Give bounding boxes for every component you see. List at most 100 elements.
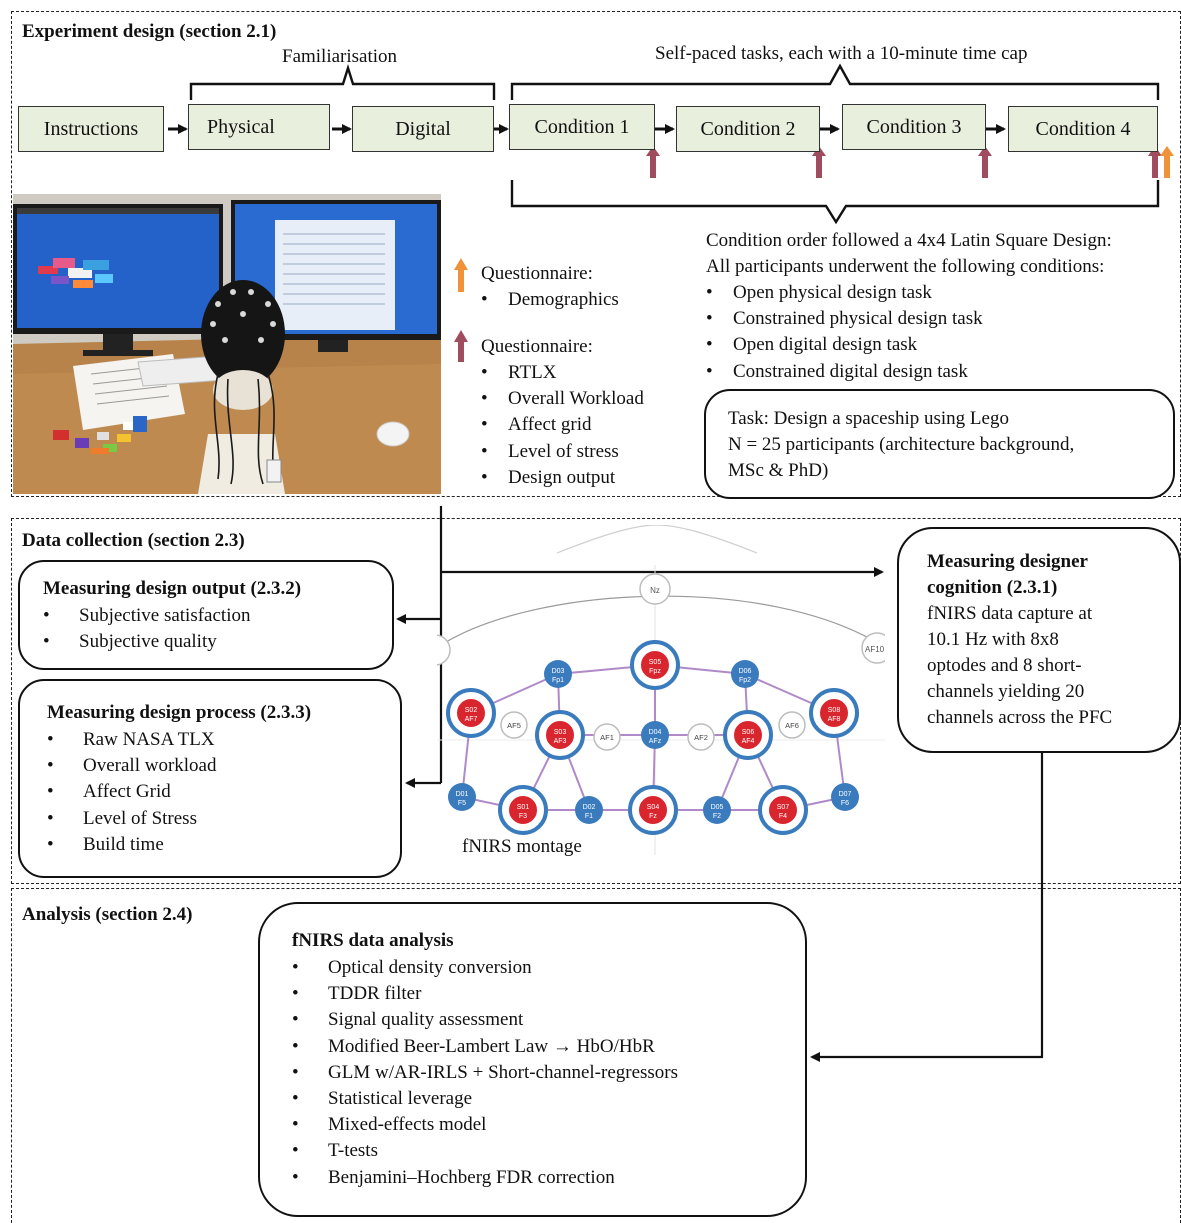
list-item: •Benjamini–Hochberg FDR correction (292, 1166, 615, 1188)
measuring-output-box (18, 560, 394, 670)
list-item: •Optical density conversion (292, 957, 532, 978)
list-item: •RTLX (481, 362, 557, 383)
source-optode (507, 794, 539, 826)
empty-optode (778, 711, 806, 739)
data-collection-title: Data collection (section 2.3) (22, 530, 245, 551)
nz-label: Nz (650, 586, 660, 595)
source-position: AF7 (465, 716, 478, 723)
cognition-line-4: channels yielding 20 (927, 681, 1085, 702)
list-item: •GLM w/AR-IRLS + Short-channel-regressor… (292, 1061, 679, 1083)
source-optode (637, 794, 669, 826)
edge-marker-left (437, 634, 451, 666)
source-id: S08 (828, 707, 841, 714)
source-id: S07 (777, 804, 790, 811)
conditions-brace (510, 180, 1160, 225)
list-item: •Affect Grid (47, 781, 171, 803)
list-item: •Modified Beer-Lambert Law → HbO/HbR (292, 1035, 655, 1057)
list-item: •Constrained digital design task (706, 360, 968, 382)
analysis-box (258, 902, 807, 1217)
list-item: •Affect grid (481, 414, 592, 436)
source-id: S05 (649, 659, 662, 666)
source-optode (544, 719, 576, 751)
list-item: •Subjective satisfaction (43, 605, 251, 626)
list-item: •T-tests (292, 1140, 378, 1162)
source-optode (455, 697, 487, 729)
nz-marker (639, 573, 671, 605)
task-line-1: Task: Design a spaceship using Lego (728, 408, 1009, 429)
step-digital: Digital (352, 106, 494, 152)
list-item: •Open digital design task (706, 334, 918, 356)
cognition-line-1: fNIRS data capture at (927, 603, 1093, 624)
cognition-line-5: channels across the PFC (927, 707, 1113, 728)
step-condition-2: Condition 2 (676, 106, 820, 152)
measuring-cognition-box (897, 527, 1181, 753)
detector-id: D01 (456, 791, 469, 798)
list-item: •Level of Stress (47, 807, 197, 829)
detector-optode (544, 660, 572, 688)
detector-id: D07 (839, 791, 852, 798)
familiarisation-label: Familiarisation (282, 46, 398, 67)
detector-id: D03 (552, 668, 565, 675)
list-item: •Overall Workload (481, 388, 644, 410)
cognition-line-3: optodes and 8 short- (927, 655, 1082, 676)
step-condition-3: Condition 3 (842, 104, 986, 150)
measuring-output-list: •Subjective satisfaction •Subjective qua… (43, 603, 250, 655)
step-condition-1: Condition 1 (509, 104, 655, 150)
analysis-list: •Optical density conversion •TDDR filter •… (292, 955, 678, 1191)
demographics-arrow (454, 258, 468, 292)
source-optode (732, 719, 764, 751)
af10-label: AF10 (865, 645, 885, 654)
empty-optode-label: AF1 (600, 733, 614, 742)
detector-id: D06 (739, 668, 752, 675)
source-id: S03 (554, 729, 567, 736)
list-item: •TDDR filter (292, 983, 422, 1005)
detector-optode (703, 796, 731, 824)
af10-marker (861, 632, 885, 664)
empty-optode-label: AF6 (785, 721, 799, 730)
head-outline (556, 525, 758, 554)
familiarisation-brace (189, 63, 496, 100)
detector-position: Fp1 (552, 677, 564, 684)
detector-id: D04 (649, 729, 662, 736)
detector-optode (831, 783, 859, 811)
source-optode (767, 794, 799, 826)
condition-questionnaire-arrows (646, 146, 1174, 178)
empty-optode-label: AF2 (694, 733, 708, 742)
detector-optode (731, 660, 759, 688)
source-optode (639, 649, 671, 681)
step-instructions: Instructions (18, 106, 164, 152)
detector-id: D02 (583, 804, 596, 811)
source-id: S01 (517, 804, 530, 811)
self-paced-label: Self-paced tasks, each with a 10-minute … (655, 43, 1028, 64)
source-position: Fz (649, 813, 657, 820)
list-item: •Raw NASA TLX (47, 729, 215, 750)
list-item: •Overall workload (47, 755, 217, 777)
condition-order-line-2: All participants underwent the following… (706, 256, 1105, 277)
cognition-title-line-2: cognition (2.3.1) (927, 577, 1058, 598)
task-box (704, 389, 1175, 499)
source-id: S06 (742, 729, 755, 736)
list-item: •Design output (481, 466, 616, 488)
detector-id: D05 (711, 804, 724, 811)
detector-position: Fp2 (739, 677, 751, 684)
condition-order-line-1: Condition order followed a 4x4 Latin Squ… (706, 230, 1112, 251)
condition-questionnaire-title: Questionnaire: (481, 336, 593, 357)
conditions-arrow (454, 330, 468, 362)
source-position: AF4 (742, 738, 755, 745)
montage-caption: fNIRS montage (462, 836, 582, 857)
detector-position: F2 (713, 813, 721, 820)
experiment-design-title: Experiment design (section 2.1) (22, 21, 277, 42)
step-physical: Physical (188, 104, 330, 150)
list-item: •Subjective quality (43, 631, 217, 653)
task-line-2: N = 25 participants (architecture backgr… (728, 434, 1075, 455)
analysis-title-box: fNIRS data analysis (292, 930, 454, 951)
source-optode (818, 697, 850, 729)
empty-optode (500, 711, 528, 739)
detector-position: AFz (649, 738, 662, 745)
detector-position: F6 (841, 800, 849, 807)
demographics-list: •Demographics (481, 287, 619, 313)
measuring-process-box (18, 679, 402, 878)
